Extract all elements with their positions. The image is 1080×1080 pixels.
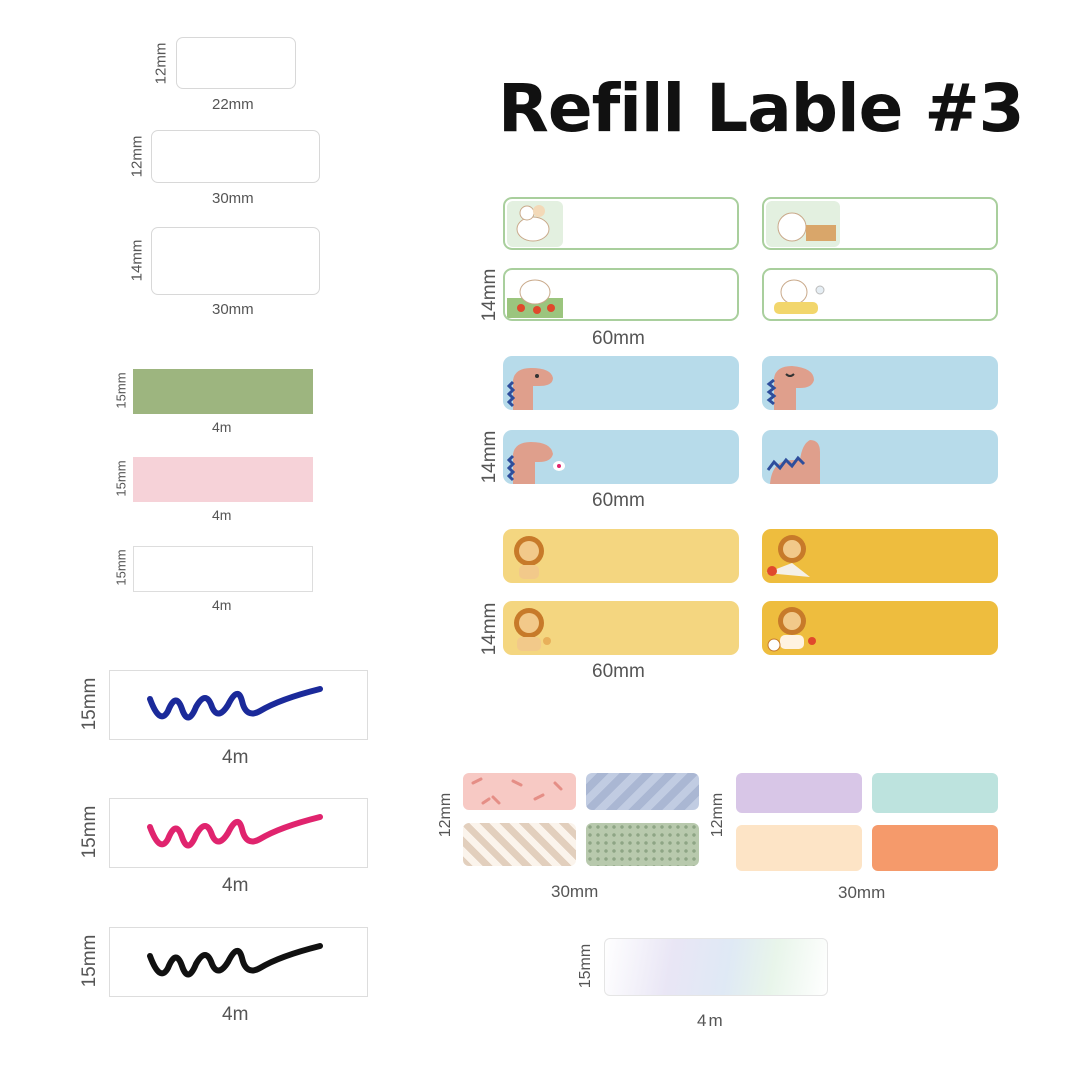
label-width-text: 30mm xyxy=(212,301,254,318)
dinosaur-character-icon xyxy=(506,368,553,410)
ink-length-text: 4m xyxy=(222,1004,249,1025)
ink-length-text: 4m xyxy=(222,747,249,768)
label-sample-22mm xyxy=(176,37,296,89)
label-width-text: 22mm xyxy=(212,96,254,113)
group-height-text: 14mm xyxy=(479,602,500,656)
ink-length-text: 4m xyxy=(222,875,249,896)
lion-character-icon xyxy=(514,536,544,579)
label-sample-30mm-12 xyxy=(151,130,320,183)
lion-label-1 xyxy=(503,529,739,583)
pattern-width-text: 30mm xyxy=(551,882,599,901)
label-width-text: 30mm xyxy=(212,190,254,207)
dinosaur-label-2 xyxy=(762,356,998,410)
ink-tape-blue xyxy=(109,670,368,740)
page-title: Refill Lable #3 xyxy=(498,70,1025,147)
dinosaur-label-1 xyxy=(503,356,739,410)
group-width-text: 60mm xyxy=(592,661,645,682)
lion-character-icon xyxy=(514,608,551,651)
rabbit-label-2 xyxy=(762,197,998,250)
lion-character-icon xyxy=(767,607,816,652)
group-height-text: 14mm xyxy=(479,430,500,484)
pattern-label-green-dots xyxy=(586,823,699,866)
pattern-label-orange xyxy=(872,825,998,871)
scribble-blue-icon xyxy=(147,686,323,721)
ink-height-text: 15mm xyxy=(79,805,100,859)
pattern-label-beige-plaid xyxy=(463,823,576,866)
lion-label-2 xyxy=(762,529,998,583)
tape-height-text: 15mm xyxy=(113,460,129,497)
pattern-height-text: 12mm xyxy=(709,792,726,838)
pattern-label-mint xyxy=(872,773,998,813)
dinosaur-character-icon xyxy=(506,442,565,484)
tape-length-text: 4m xyxy=(212,597,232,613)
group-width-text: 60mm xyxy=(592,328,645,349)
dinosaur-label-4 xyxy=(762,430,998,484)
tape-length-text: 4m xyxy=(212,507,232,523)
scribble-black-icon xyxy=(147,943,323,978)
ink-height-text: 15mm xyxy=(79,934,100,988)
tape-height-text: 15mm xyxy=(113,549,129,586)
holo-height-text: 15mm xyxy=(577,943,594,989)
rabbit-character-icon xyxy=(507,279,563,318)
ink-tape-pink xyxy=(109,798,368,868)
tape-roll-pink xyxy=(133,457,313,502)
label-sample-30mm-14 xyxy=(151,227,320,295)
dinosaur-character-icon xyxy=(766,366,814,410)
lion-label-4 xyxy=(762,601,998,655)
rabbit-character-icon xyxy=(507,201,563,247)
tape-height-text: 15mm xyxy=(113,372,129,409)
lion-label-3 xyxy=(503,601,739,655)
rabbit-label-3 xyxy=(503,268,739,321)
scribble-pink-icon xyxy=(147,814,323,849)
rabbit-label-1 xyxy=(503,197,739,250)
dinosaur-character-icon xyxy=(766,440,820,484)
group-width-text: 60mm xyxy=(592,490,645,511)
ink-tape-black xyxy=(109,927,368,997)
tape-length-text: 4m xyxy=(212,419,232,435)
sprinkles-pattern-icon xyxy=(471,777,563,805)
label-height-text: 12mm xyxy=(152,42,170,85)
pattern-width-text: 30mm xyxy=(838,883,886,902)
dinosaur-label-3 xyxy=(503,430,739,484)
lion-character-icon xyxy=(766,535,810,577)
pattern-label-purple xyxy=(736,773,862,813)
pattern-label-pink-sprinkles xyxy=(463,773,576,810)
pattern-label-blue-stripes xyxy=(586,773,699,810)
rabbit-label-4 xyxy=(762,268,998,321)
holo-length-text: 4m xyxy=(697,1011,725,1030)
holographic-tape xyxy=(604,938,828,996)
pattern-label-cream xyxy=(736,825,862,871)
label-height-text: 14mm xyxy=(128,239,146,282)
label-height-text: 12mm xyxy=(128,135,146,178)
ink-height-text: 15mm xyxy=(79,677,100,731)
rabbit-character-icon xyxy=(766,201,840,247)
pattern-height-text: 12mm xyxy=(437,792,454,838)
group-height-text: 14mm xyxy=(479,268,500,322)
rabbit-character-icon xyxy=(774,279,825,314)
tape-roll-green xyxy=(133,369,313,414)
tape-roll-white xyxy=(133,546,313,592)
